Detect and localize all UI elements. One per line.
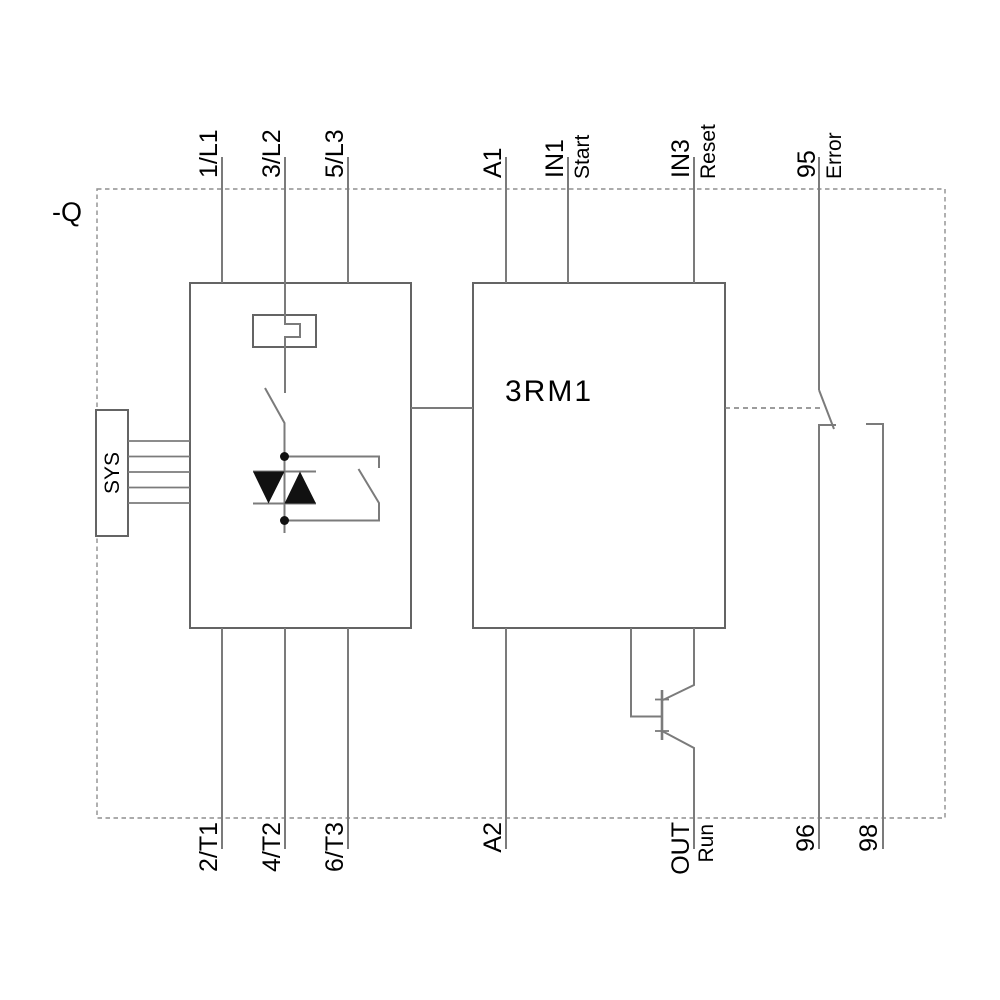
terminal-label-5L3: 5/L3 — [321, 129, 349, 178]
terminal-label-A1: A1 — [479, 147, 507, 178]
device-enclosure-dashed-border — [96, 188, 946, 819]
controller-label: 3RM1 — [505, 375, 593, 408]
signal-label-error: Error — [823, 132, 846, 179]
terminal-label-6T3: 6/T3 — [321, 822, 349, 872]
error-changeover-contact — [818, 389, 884, 849]
junction-dot-top — [280, 452, 289, 461]
bypass-contact-branch — [284, 455, 380, 522]
junction-dot-bottom — [280, 516, 289, 525]
top-terminal-wires — [221, 157, 820, 393]
wire-OUT — [662, 730, 695, 849]
terminal-label-4T2: 4/T2 — [258, 822, 286, 872]
terminal-label-2T1: 2/T1 — [195, 822, 223, 872]
control-section-block — [472, 282, 726, 629]
changeover-blade — [818, 389, 835, 430]
sys-port-label: SYS — [101, 452, 124, 494]
sys-connector-box — [95, 409, 129, 537]
terminal-label-95: 95 — [793, 150, 821, 178]
terminal-label-OUT: OUT — [667, 822, 695, 875]
signal-label-reset: Reset — [697, 124, 720, 179]
output-transistor-symbol — [630, 628, 695, 849]
reference-designation-label: -Q — [52, 197, 82, 227]
main-contact-symbol — [264, 387, 286, 462]
signal-label-run: Run — [695, 824, 718, 863]
terminal-label-3L2: 3/L2 — [258, 129, 286, 178]
thyristor-symbol — [253, 452, 316, 533]
wire-98 — [866, 423, 884, 849]
signal-label-start: Start — [571, 134, 594, 179]
terminal-label-96: 96 — [792, 824, 820, 852]
wire-3L2-with-trip-conductor — [284, 157, 301, 393]
terminal-label-IN1: IN1 — [541, 139, 569, 178]
wire-96 — [818, 424, 836, 849]
sys-ribbon-wires — [128, 440, 190, 504]
terminal-label-98: 98 — [855, 824, 883, 852]
terminal-label-IN3: IN3 — [667, 139, 695, 178]
bottom-terminal-wires — [221, 628, 507, 849]
terminal-label-A2: A2 — [479, 822, 507, 853]
terminal-label-1L1: 1/L1 — [195, 129, 223, 178]
